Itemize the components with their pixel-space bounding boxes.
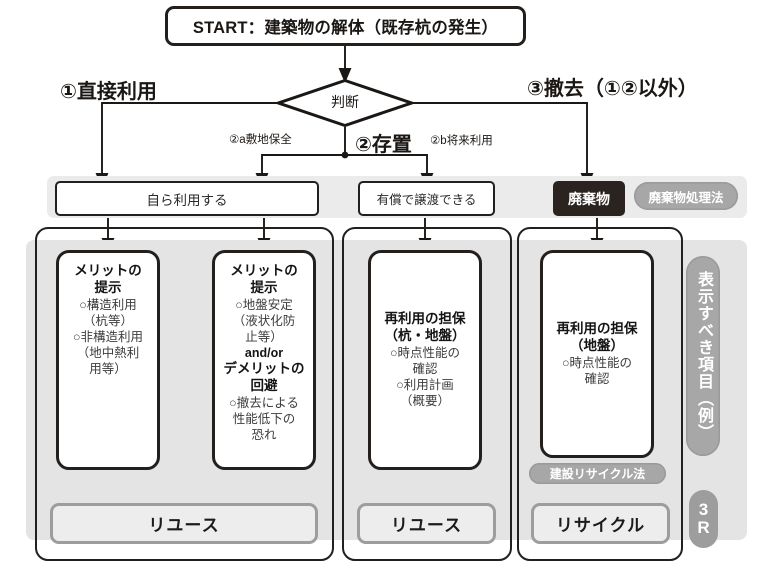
branch-label-direct-use: ①直接利用 [60,81,157,103]
box-waste: 廃棄物 [553,181,625,216]
branch-label-removal: ③撤去（①②以外） [527,78,698,100]
side-label-items-to-display: 表示すべき項目（例） [686,256,720,456]
group-frame-waste [517,227,683,561]
card-body: ○構造利用 （杭等） ○非構造利用 （地中熱利 用等） [72,297,144,376]
card-body: ○時点性能の 確認 ○利用計画 （概要） [389,345,461,408]
branch-label-site-preserve: ②a敷地保全 [229,134,292,146]
card-body: ○時点性能の 確認 [561,355,633,386]
card-body-secondary: ○撤去による 性能低下の 恐れ [229,395,299,442]
card-heading: メリットの 提示 [74,263,142,295]
card-heading: メリットの 提示 [230,263,298,295]
card-merit-ground: メリットの 提示 ○地盤安定 （液状化防 止等） and/or デメリットの 回… [212,250,316,470]
card-reuse-pile-ground: 再利用の担保 （杭・地盤） ○時点性能の 確認 ○利用計画 （概要） [368,250,482,470]
side-label-3r: 3 R [689,490,718,548]
badge-waste-law: 廃棄物処理法 [634,182,738,210]
card-heading-secondary: デメリットの 回避 [223,360,305,393]
three-r-letter: R [697,518,710,537]
card-merit-structural: メリットの 提示 ○構造利用 （杭等） ○非構造利用 （地中熱利 用等） [56,250,160,470]
start-box: START：建築物の解体（既存杭の発生） [165,6,526,46]
group-frame-self-use [35,227,334,561]
branch-label-future-use: ②b将来利用 [430,135,493,147]
badge-construction-recycle-law: 建設リサイクル法 [529,463,666,484]
result-reuse-left: リユース [50,503,318,544]
box-self-use: 自ら利用する [55,181,319,216]
start-label: START：建築物の解体（既存杭の発生） [192,19,499,37]
card-reuse-ground: 再利用の担保 （地盤） ○時点性能の 確認 [540,250,654,458]
card-connector-andor: and/or [244,345,284,360]
three-r-digit: 3 [698,500,709,520]
result-recycle-right: リサイクル [531,503,670,544]
result-reuse-mid: リユース [357,503,496,544]
group-frame-paid-transfer [342,227,512,561]
decision-diamond [277,79,413,127]
card-heading: 再利用の担保 （地盤） [556,321,638,353]
card-body: ○地盤安定 （液状化防 止等） [232,297,296,344]
decision-label: 判断 [331,94,359,110]
card-heading: 再利用の担保 （杭・地盤） [384,311,466,343]
box-paid-transfer: 有償で譲渡できる [358,181,495,216]
branch-label-retention: ②存置 [355,134,412,156]
